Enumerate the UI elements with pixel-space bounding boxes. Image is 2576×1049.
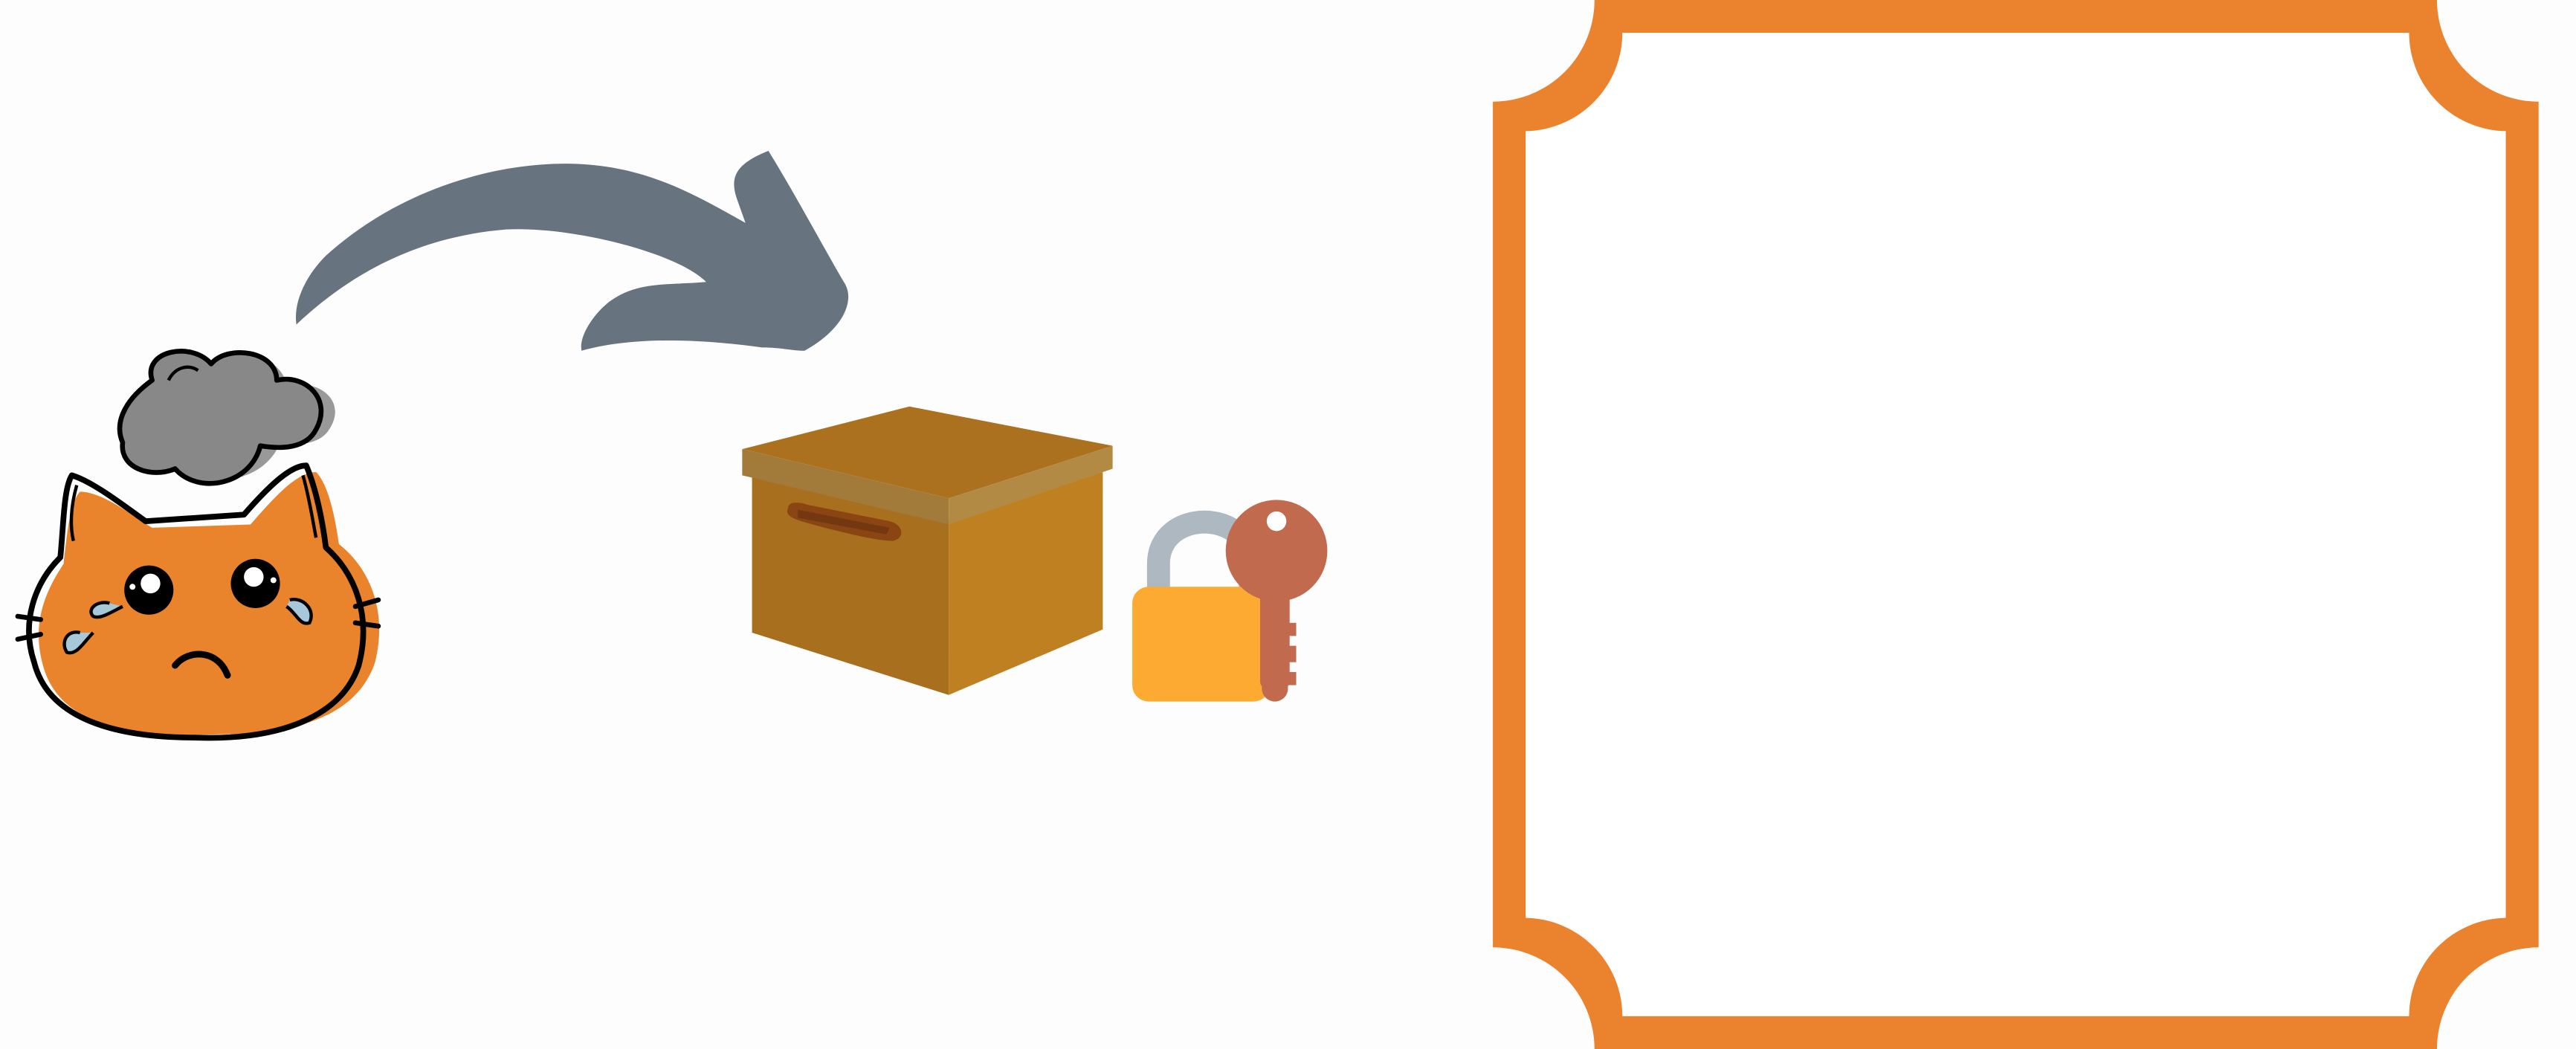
empty-frame-icon	[1493, 0, 2539, 1049]
